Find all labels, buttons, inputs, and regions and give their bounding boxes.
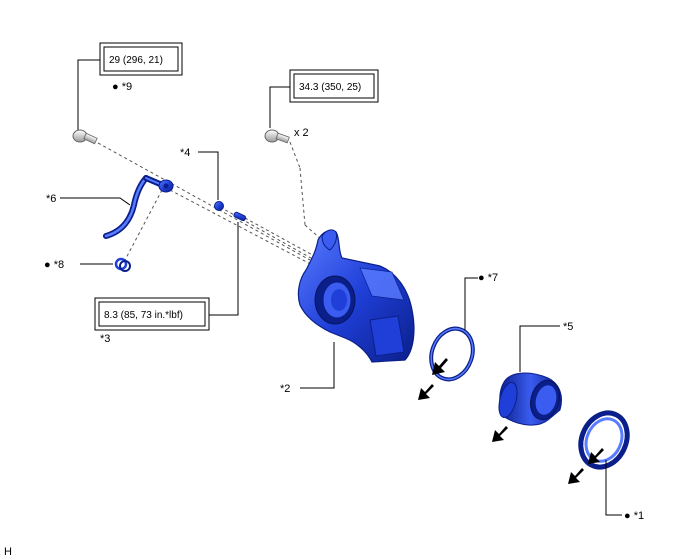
callout-label-7: ● *7 <box>478 272 498 284</box>
cylinder-boot <box>578 410 630 470</box>
union-bolt <box>72 129 98 145</box>
apply-grease-arrow <box>492 426 508 442</box>
quantity-note: x 2 <box>294 127 309 139</box>
apply-grease-arrow <box>588 448 604 464</box>
torque-spec-text: 34.3 (350, 25) <box>299 82 361 93</box>
piston <box>498 372 562 426</box>
bleeder-plug-cap <box>214 201 224 211</box>
callout-label-4: *4 <box>180 147 190 159</box>
torque-spec-box-1: 29 (296, 21) <box>99 42 183 76</box>
callout-label-1: ● *1 <box>624 510 644 522</box>
caliper-mounting-bolt <box>264 129 290 144</box>
apply-grease-arrow <box>432 358 448 375</box>
apply-grease-arrow <box>568 468 584 484</box>
caliper-body <box>297 229 415 363</box>
apply-grease-arrow <box>418 384 434 400</box>
callout-label-6: *6 <box>46 193 56 205</box>
torque-spec-box-3: 8.3 (85, 73 in.*lbf) <box>94 297 210 331</box>
piston-seal <box>429 326 475 382</box>
callout-label-5: *5 <box>563 321 573 333</box>
union-gasket <box>114 257 131 272</box>
callout-label-8: ● *8 <box>44 259 64 271</box>
figure-id: H <box>4 546 12 558</box>
callout-label-2: *2 <box>280 383 290 395</box>
callout-label-3: *3 <box>100 333 110 345</box>
flexible-hose <box>103 175 174 239</box>
torque-spec-text: 29 (296, 21) <box>109 55 163 66</box>
torque-spec-box-2: 34.3 (350, 25) <box>289 69 379 103</box>
bleeder-plug <box>233 211 247 222</box>
torque-spec-text: 8.3 (85, 73 in.*lbf) <box>104 310 183 321</box>
callout-label-9: ● *9 <box>112 81 132 93</box>
